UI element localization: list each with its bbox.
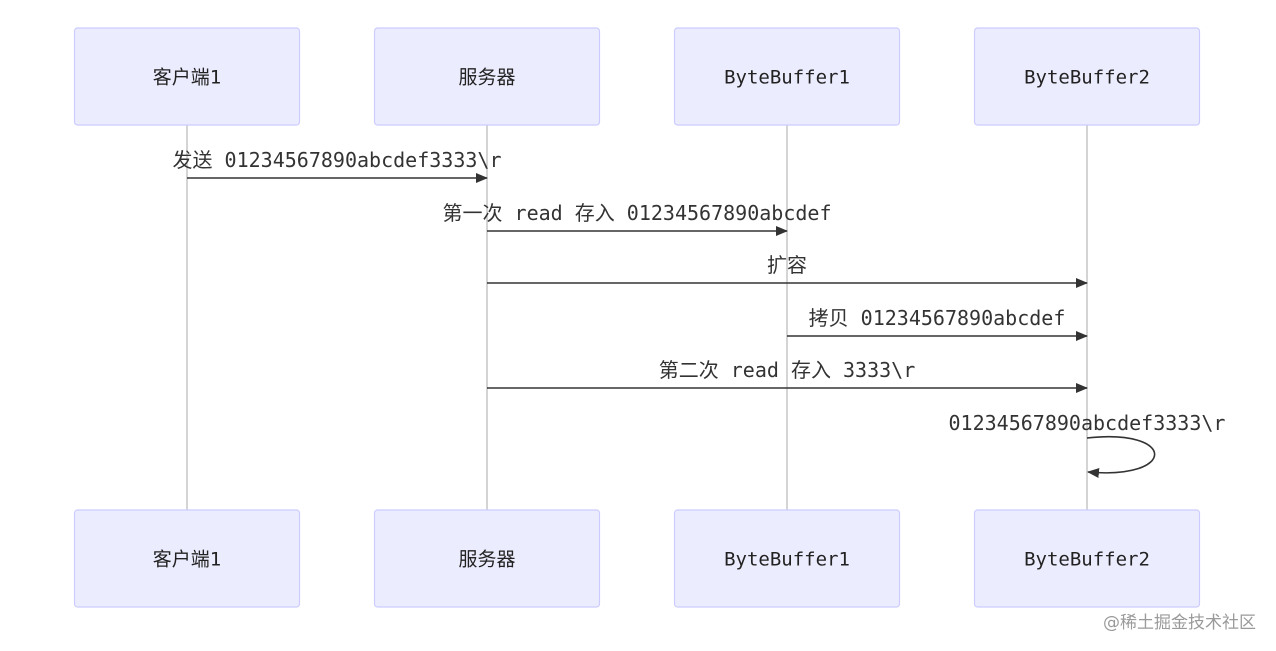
actors-top: 客户端1 服务器 ByteBuffer1 ByteBuffer2 bbox=[73, 27, 1201, 126]
actor-label-top-server: 服务器 bbox=[458, 67, 515, 89]
actor-label-bottom-client1: 客户端1 bbox=[153, 549, 221, 571]
actor-label-bottom-bytebuffer2: ByteBuffer2 bbox=[1024, 549, 1150, 571]
actor-box-bottom-client1 bbox=[73, 509, 301, 608]
message-label-1: 第一次 read 存入 01234567890abcdef bbox=[443, 201, 832, 225]
message-label-0: 发送 01234567890abcdef3333\r bbox=[173, 148, 502, 172]
watermark-text: @稀土掘金技术社区 bbox=[1103, 613, 1256, 633]
actor-box-top-server bbox=[373, 27, 601, 126]
actor-box-bottom-bytebuffer1 bbox=[673, 509, 901, 608]
actor-box-top-bytebuffer1 bbox=[673, 27, 901, 126]
actor-box-top-bytebuffer2 bbox=[973, 27, 1201, 126]
actors-bottom: 客户端1 服务器 ByteBuffer1 ByteBuffer2 bbox=[73, 509, 1201, 608]
message-label-4: 第二次 read 存入 3333\r bbox=[659, 358, 916, 382]
actor-label-top-bytebuffer2: ByteBuffer2 bbox=[1024, 67, 1150, 89]
messages: 发送 01234567890abcdef3333\r 第一次 read 存入 01… bbox=[173, 148, 1226, 478]
actor-box-top-client1 bbox=[73, 27, 301, 126]
actor-label-bottom-server: 服务器 bbox=[458, 549, 515, 571]
actor-box-bottom-server bbox=[373, 509, 601, 608]
lifelines bbox=[186, 125, 1088, 510]
actor-label-top-bytebuffer1: ByteBuffer1 bbox=[724, 67, 850, 89]
message-label-2: 扩容 bbox=[767, 253, 807, 277]
message-arrow-5 bbox=[1086, 436, 1156, 478]
actor-box-bottom-bytebuffer2 bbox=[973, 509, 1201, 608]
actor-label-top-client1: 客户端1 bbox=[153, 67, 221, 89]
message-label-5: 01234567890abcdef3333\r bbox=[949, 411, 1226, 435]
message-label-3: 拷贝 01234567890abcdef bbox=[809, 306, 1066, 330]
actor-label-bottom-bytebuffer1: ByteBuffer1 bbox=[724, 549, 850, 571]
